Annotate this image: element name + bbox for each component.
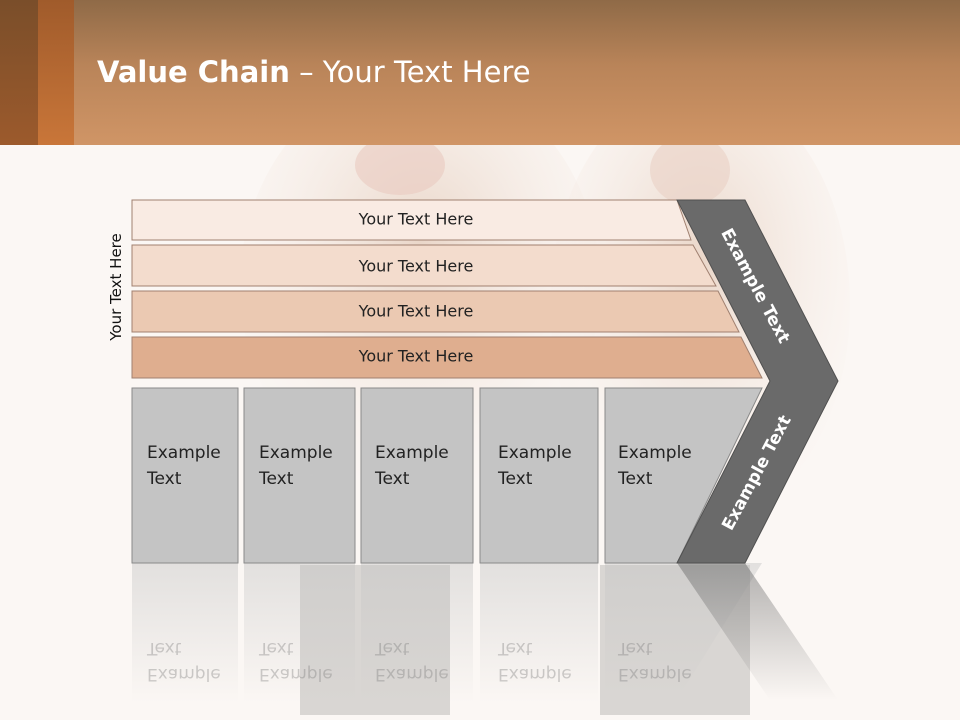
reflection-text: Example Text — [375, 638, 449, 684]
value-row-3 — [131, 290, 740, 333]
row-label: Your Text Here — [358, 210, 474, 229]
label-reflection: Example Text — [498, 635, 572, 687]
row-label: Your Text Here — [358, 302, 474, 321]
chevron-arrow — [676, 199, 839, 564]
activity-box-label: Example Text — [147, 440, 221, 492]
box-label-text: Example Text — [375, 443, 449, 489]
reflection — [132, 563, 838, 703]
reflection-text: Example Text — [259, 638, 333, 684]
row-label: Your Text Here — [358, 347, 474, 366]
reflection-text: Example Text — [498, 638, 572, 684]
value-row-2 — [131, 244, 717, 287]
activity-box-2 — [243, 387, 356, 564]
box-label-text: Example Text — [147, 443, 221, 489]
activity-box-4 — [479, 387, 599, 564]
header-accent-strip — [0, 0, 38, 145]
header-bar: Value Chain – Your Text Here — [0, 0, 960, 145]
activity-box-label: Example Text — [375, 440, 449, 492]
slide-title: Value Chain – Your Text Here — [97, 55, 531, 89]
label-reflection: Example Text — [259, 635, 333, 687]
activity-box-label: Example Text — [618, 440, 692, 492]
value-row-4 — [131, 336, 763, 379]
label-reflection: Example Text — [618, 635, 692, 687]
title-bold: Value Chain — [97, 55, 290, 89]
reflection-text: Example Text — [147, 638, 221, 684]
title-rest: – Your Text Here — [289, 55, 531, 89]
box-label-text: Example Text — [498, 443, 572, 489]
box-label-text: Example Text — [618, 443, 692, 489]
value-row-1 — [131, 199, 692, 241]
header-accent-strip — [38, 0, 74, 145]
activity-box-1 — [131, 387, 239, 564]
row-label: Your Text Here — [358, 257, 474, 276]
box-label-text: Example Text — [259, 443, 333, 489]
activity-box-label: Example Text — [259, 440, 333, 492]
label-reflection: Example Text — [147, 635, 221, 687]
activity-box-label: Example Text — [498, 440, 572, 492]
reflection-text: Example Text — [618, 638, 692, 684]
label-reflection: Example Text — [375, 635, 449, 687]
activity-box-3 — [360, 387, 474, 564]
